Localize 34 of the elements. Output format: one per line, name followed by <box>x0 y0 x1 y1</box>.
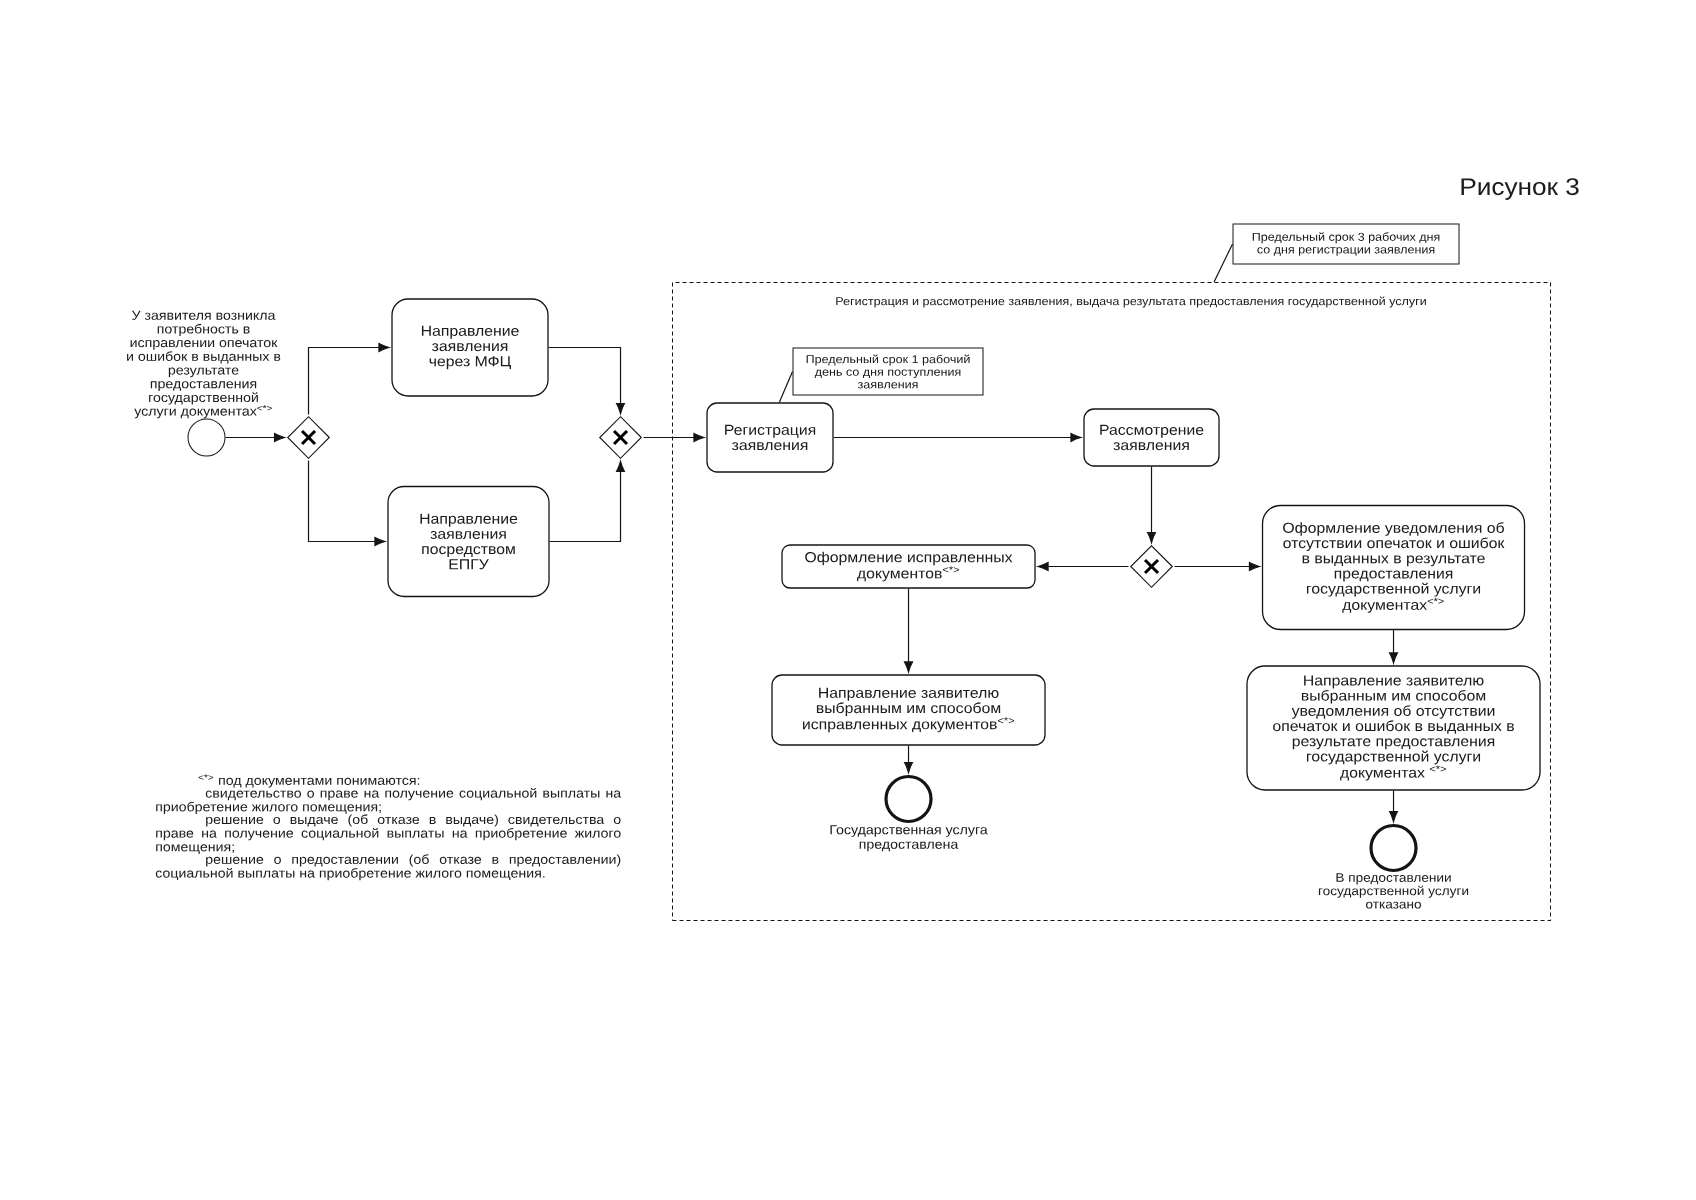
event-label: У заявителя возникла потребность в исправлении опечаток и ошибок в выданных в результате предоставления государственной услуги документах$^{<*>}$ <box>127 310 281 419</box>
task-box: Рассмотрение заявления <box>1083 408 1220 467</box>
arrow <box>224 432 286 443</box>
figure-title: Рисунок 3 <box>1461 178 1579 200</box>
arrow <box>307 459 386 547</box>
arrow <box>1146 466 1157 544</box>
task-box: Регистрация заявления <box>706 402 834 473</box>
arrow <box>1037 561 1130 572</box>
arrow <box>548 346 626 415</box>
task-box: Оформление исправленных документов$^{<*>}$ <box>781 544 1036 589</box>
arrow <box>549 460 626 543</box>
arrow <box>903 588 914 673</box>
footnote-text: решение о предоставлении (об отказе в предоставлении) социальной выплаты на приобретение жилого помещения. <box>155 854 621 881</box>
annotation-box: Предельный срок 1 рабочий день со дня поступления заявления <box>792 347 984 396</box>
arrow <box>1173 561 1261 572</box>
arrow <box>1388 790 1399 823</box>
leader-line <box>778 370 794 403</box>
annotation-box: Предельный срок 3 рабочих дня со дня регистрации заявления <box>1232 223 1460 265</box>
event-label: В предоставлении государственной услуги отказано <box>1318 873 1469 909</box>
footnote-text: свидетельство о праве на получение социальной выплаты на приобретение жилого помещения; <box>156 787 622 814</box>
arrow <box>1388 629 1399 664</box>
arrow <box>833 432 1082 443</box>
task-box: Направление заявления через МФЦ <box>391 298 549 397</box>
task-box: Оформление уведомления об отсутствии опечаток и ошибок в выданных в результате предоставления государственной услуги документах$^{<*>}$ <box>1261 504 1526 631</box>
arrow <box>903 745 914 774</box>
task-box: Направление заявителю выбранным им способом исправленных документов$^{<*>}$ <box>771 674 1046 746</box>
task-box: Направление заявителю выбранным им способом уведомления об отсутствии опечаток и ошибок в выданных в результате предоставления государственной услуги документах $^{<*>}$ <box>1246 665 1541 791</box>
leader-line <box>1213 243 1234 283</box>
arrow <box>307 342 390 416</box>
task-box: Направление заявления посредством ЕПГУ <box>387 485 550 598</box>
footnote-text: $^{<*>}$ под документами понимаются: <box>198 774 420 788</box>
event-label: Государственная услуга предоставлена <box>830 825 988 852</box>
arrow <box>642 432 705 443</box>
footnote-text: решение о выдаче (об отказе в выдаче) свидетельства о праве на получение социальной выплаты на приобретение жилого помещения; <box>156 814 621 854</box>
